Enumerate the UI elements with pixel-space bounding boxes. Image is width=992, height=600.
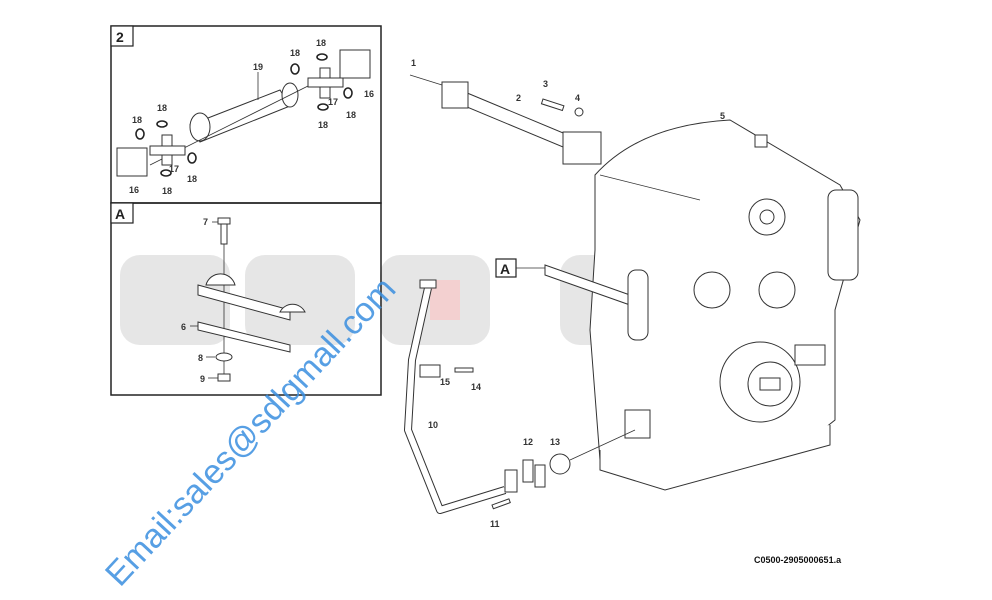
inset-2-tag: 2: [116, 29, 124, 45]
inset-a: A 7 6 8 9: [110, 202, 382, 396]
flange-yoke-right: [339, 49, 371, 79]
callout-11: 11: [490, 519, 500, 529]
shaft-yoke-left: [189, 112, 211, 142]
o-ring-13: [549, 453, 571, 475]
callout-18: 18: [346, 110, 356, 120]
callout-5: 5: [720, 111, 725, 121]
bracket: [197, 284, 291, 321]
callout-17: 17: [328, 97, 338, 107]
callout-1: 1: [411, 58, 416, 68]
drawing-code: C0500-2905000651.a: [754, 555, 842, 565]
pto-flange-left: [693, 271, 731, 309]
callout-8: 8: [198, 353, 203, 363]
callout-18: 18: [316, 38, 326, 48]
shaft-flange-rear: [562, 131, 602, 165]
callout-6: 6: [181, 322, 186, 332]
callout-18: 18: [318, 120, 328, 130]
callout-18: 18: [187, 174, 197, 184]
view-a-tag: A: [500, 261, 510, 277]
port-flange: [624, 409, 651, 439]
callout-10: 10: [428, 420, 438, 430]
callout-18: 18: [132, 115, 142, 125]
sensor: [794, 344, 826, 366]
clamp-15: [419, 364, 441, 378]
callout-19: 19: [253, 62, 263, 72]
shaft-flange-front: [441, 81, 469, 109]
callout-13: 13: [550, 437, 560, 447]
washer: [215, 352, 233, 362]
callout-3: 3: [543, 79, 548, 89]
flange-yoke-left: [116, 147, 148, 177]
tube-cap: [419, 279, 437, 289]
callout-14: 14: [471, 382, 481, 392]
callout-18: 18: [157, 103, 167, 113]
tube-flange: [504, 469, 518, 493]
bolt-11: [491, 498, 511, 510]
main-assembly: A 1 2 3 4 5 15 14 10 12 13 11: [404, 58, 861, 529]
nut-4: [574, 107, 584, 117]
bolt-shank: [220, 223, 228, 245]
callout-16: 16: [129, 185, 139, 195]
bolt-14: [454, 367, 474, 373]
plate: [197, 321, 291, 353]
callout-2: 2: [516, 93, 521, 103]
breather: [754, 134, 768, 148]
pto-flange-right: [758, 271, 796, 309]
callout-17: 17: [169, 164, 179, 174]
logo-plate: [759, 377, 781, 391]
callout-12: 12: [523, 437, 533, 447]
bolt-3: [540, 98, 565, 112]
nut: [217, 373, 231, 382]
callout-4: 4: [575, 93, 580, 103]
callout-9: 9: [200, 374, 205, 384]
inset-a-tag: A: [115, 206, 125, 222]
callout-15: 15: [440, 377, 450, 387]
callout-18: 18: [290, 48, 300, 58]
bolt-head: [217, 217, 231, 225]
mount-bracket-right: [827, 189, 859, 281]
callout-18: 18: [162, 186, 172, 196]
callout-7: 7: [203, 217, 208, 227]
callout-16: 16: [364, 89, 374, 99]
oil-pan: [599, 425, 831, 491]
inset-2: 2 19 18 18 16 17 18 18 18 18 17 18 16 18: [110, 25, 382, 204]
split-flange-12: [522, 459, 534, 483]
